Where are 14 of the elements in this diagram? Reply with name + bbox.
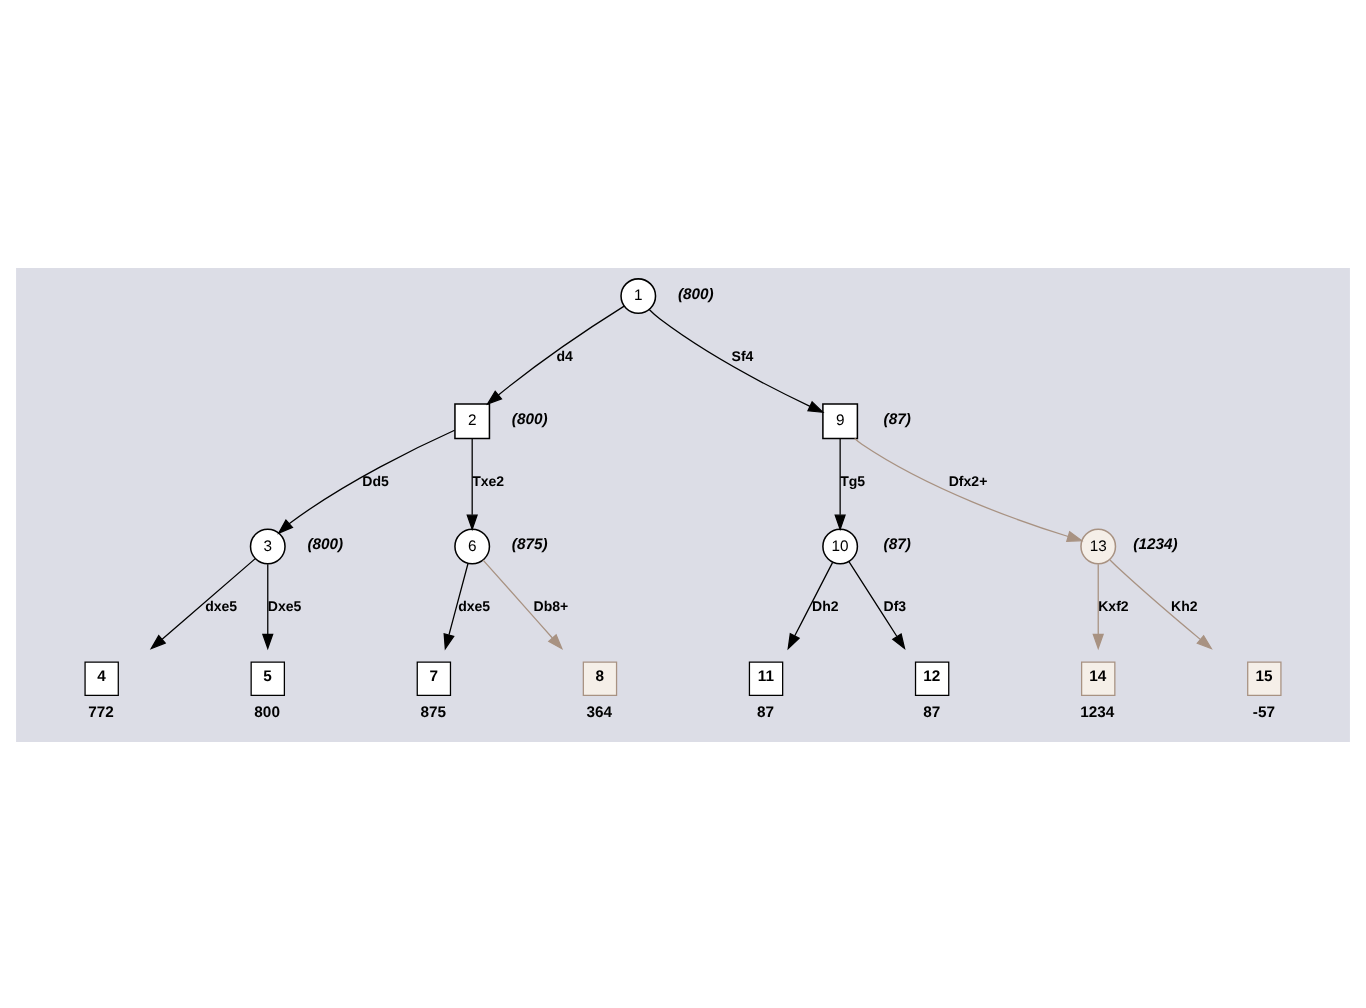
arrow (648, 307, 825, 413)
arrow (482, 558, 564, 650)
arrow (854, 436, 1084, 541)
arrow (1109, 558, 1213, 649)
arrow (149, 556, 256, 649)
arrow (486, 304, 625, 405)
arrow (1092, 562, 1105, 650)
arrow (277, 428, 456, 534)
arrow (787, 561, 834, 650)
arrow (466, 437, 478, 531)
arrow (443, 562, 469, 650)
arrow (834, 437, 846, 531)
arrow (261, 562, 274, 650)
arrow (848, 559, 906, 650)
